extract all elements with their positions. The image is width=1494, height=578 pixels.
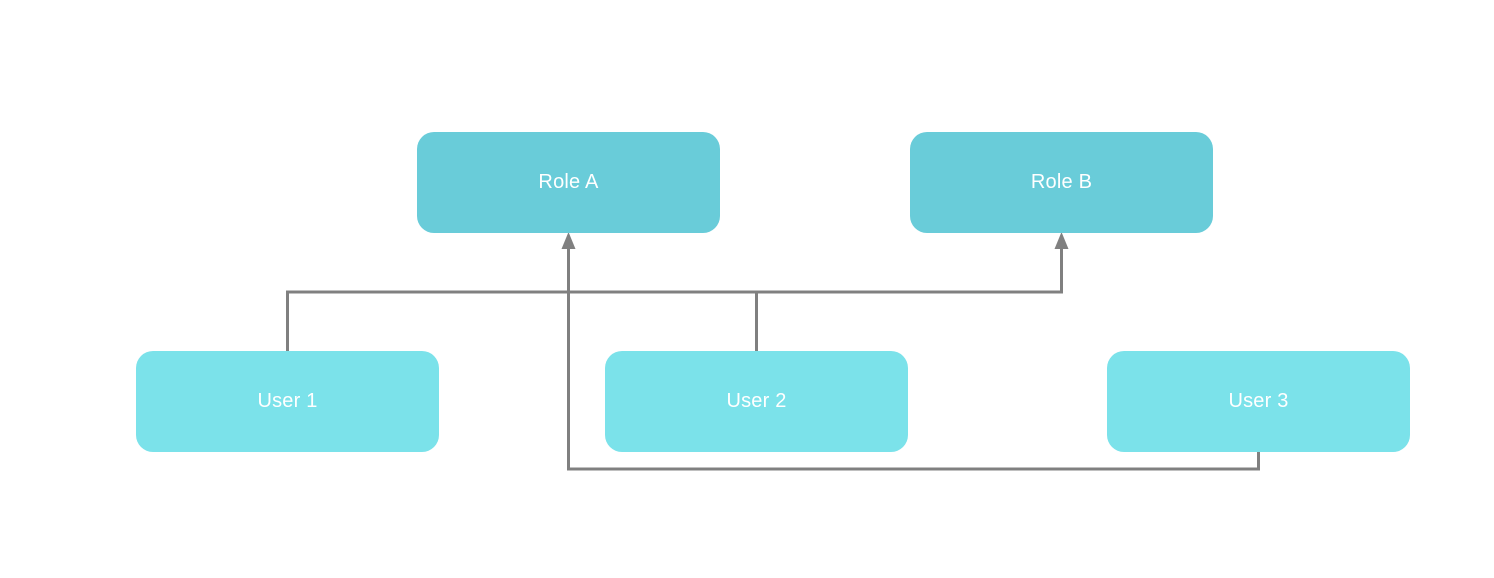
node-user-3: User 3	[1107, 351, 1410, 452]
arrowhead-rolea	[561, 232, 576, 249]
node-role-b: Role B	[910, 132, 1213, 233]
node-user-2: User 2	[605, 351, 908, 452]
node-role-a: Role A	[417, 132, 720, 233]
node-user-1: User 1	[136, 351, 439, 452]
node-role-a-label: Role A	[538, 171, 599, 193]
node-user-3-label: User 3	[1228, 390, 1289, 412]
connector-user3-to-rolea	[567, 247, 1260, 471]
node-role-b-label: Role B	[1030, 171, 1093, 193]
node-user-2-label: User 2	[726, 390, 787, 412]
connector-user1-to-roleb	[286, 247, 1063, 351]
connector-user2-to-rolea	[567, 247, 758, 351]
node-user-1-label: User 1	[257, 390, 318, 412]
arrowhead-roleb	[1054, 232, 1069, 249]
